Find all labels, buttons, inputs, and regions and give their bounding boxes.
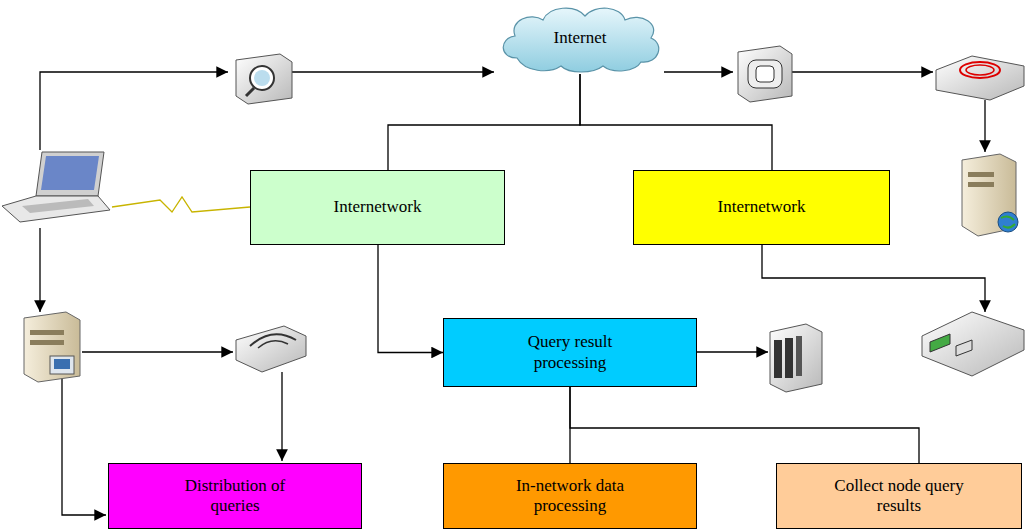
process-box: Query result processing <box>443 318 697 387</box>
wire <box>664 71 733 72</box>
network-box: Internetwork <box>250 170 505 245</box>
switch-icon <box>738 46 792 102</box>
connector <box>580 74 772 170</box>
wireless-link <box>112 197 250 212</box>
scanner-icon <box>236 54 292 104</box>
connector <box>378 245 443 353</box>
wire <box>984 100 985 152</box>
wire <box>762 245 985 312</box>
wire <box>292 71 494 72</box>
wire <box>697 351 768 352</box>
node-label: Internetwork <box>334 197 422 217</box>
laptop-icon <box>2 152 110 222</box>
wire <box>82 351 233 352</box>
process-box: Collect node query results <box>776 463 1022 529</box>
layout-wires <box>40 72 985 515</box>
node-label: Distribution of queries <box>160 476 310 517</box>
process-box: Distribution of queries <box>108 463 362 529</box>
node-label: Internetwork <box>718 197 806 217</box>
rack-server-icon <box>770 324 822 392</box>
node-label: Collect node query results <box>812 476 987 517</box>
network-box: Internetwork <box>633 170 890 245</box>
connector <box>388 74 580 170</box>
wire <box>281 372 282 461</box>
node-label: Query result processing <box>505 332 635 373</box>
wire <box>40 72 228 150</box>
node-label: In-network data processing <box>495 476 645 517</box>
wire <box>792 71 933 72</box>
wire <box>39 228 40 312</box>
disk-drive-icon <box>236 326 306 372</box>
modem-icon <box>922 312 1024 376</box>
wire <box>62 378 106 515</box>
web-server-icon <box>962 154 1018 236</box>
cloud-node: Internet <box>495 2 665 74</box>
node-label: Internet <box>554 28 607 48</box>
server-computer-icon <box>24 312 80 382</box>
connector <box>570 387 919 463</box>
router-icon <box>936 56 1024 100</box>
process-box: In-network data processing <box>443 463 697 529</box>
